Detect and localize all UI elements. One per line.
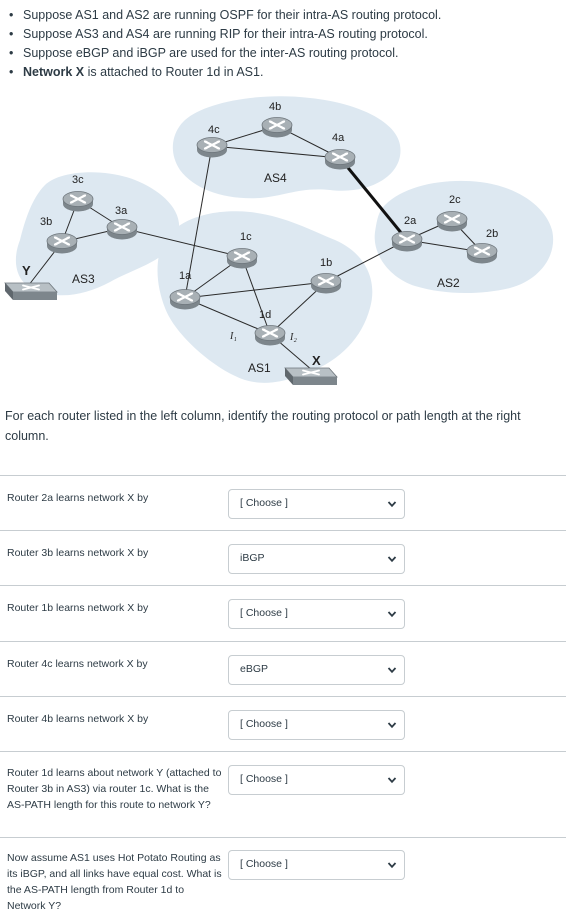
network-x-label: X [312, 353, 321, 368]
router-3a-label: 3a [115, 205, 128, 217]
answer-dropdown[interactable]: [ Choose ] [228, 489, 405, 519]
bullet-icon: • [9, 27, 14, 41]
router-3c-label: 3c [72, 174, 84, 186]
question-text: Router 2a learns network X by [7, 492, 149, 504]
as2-label: AS2 [437, 276, 460, 290]
question-row: Router 3b learns network X by iBGP [0, 530, 566, 585]
question-row: Router 1b learns network X by [ Choose ] [0, 585, 566, 641]
answer-dropdown[interactable]: [ Choose ] [228, 765, 405, 795]
network-y-label: Y [22, 263, 31, 278]
router-1c-label: 1c [240, 231, 252, 243]
chevron-down-icon [387, 862, 397, 869]
assumption-list: •Suppose AS1 and AS2 are running OSPF fo… [6, 6, 566, 82]
router-2b-label: 2b [486, 228, 498, 240]
interface-1-label: I₁ [229, 331, 237, 342]
chevron-down-icon [387, 722, 397, 729]
router-2b-icon [465, 242, 499, 265]
answer-dropdown[interactable]: iBGP [228, 544, 405, 574]
chevron-down-icon [387, 777, 397, 784]
chevron-down-icon [387, 501, 397, 508]
question-text: Now assume AS1 uses Hot Potato Routing a… [7, 852, 222, 912]
router-1a-icon [168, 288, 202, 311]
selected-value: [ Choose ] [240, 607, 288, 619]
assumption-item: •Suppose AS1 and AS2 are running OSPF fo… [6, 6, 566, 25]
selected-value: [ Choose ] [240, 858, 288, 870]
router-1c-icon [225, 247, 259, 270]
router-1d-label: 1d [259, 309, 271, 321]
bullet-icon: • [9, 8, 14, 22]
router-2a-icon [390, 230, 424, 253]
assumption-item: •Suppose eBGP and iBGP are used for the … [6, 44, 566, 63]
as1-label: AS1 [248, 361, 271, 375]
as3-label: AS3 [72, 272, 95, 286]
instruction-text: For each router listed in the left colum… [5, 409, 521, 443]
network-y-switch-icon [4, 282, 58, 301]
router-4c-label: 4c [208, 124, 220, 136]
router-4a-label: 4a [332, 132, 345, 144]
answer-dropdown[interactable]: eBGP [228, 655, 405, 685]
interface-2-label: I₂ [289, 332, 297, 343]
as2-region [374, 180, 554, 294]
as4-label: AS4 [264, 171, 287, 185]
question-text: Router 3b learns network X by [7, 547, 149, 559]
router-2a-label: 2a [404, 215, 417, 227]
router-4b-icon [260, 116, 294, 139]
router-1a-label: 1a [179, 270, 192, 282]
as1-region [157, 211, 373, 383]
network-x-switch-icon [284, 367, 338, 386]
question-row: Router 2a learns network X by [ Choose ] [0, 475, 566, 530]
router-1d-icon [253, 324, 287, 347]
question-text: Router 1b learns network X by [7, 602, 149, 614]
question-text: Router 1d learns about network Y (attach… [7, 767, 222, 811]
router-3b-icon [45, 232, 79, 255]
network-x-bold: Network X [23, 65, 85, 79]
answer-dropdown[interactable]: [ Choose ] [228, 599, 405, 629]
question-row: Router 4b learns network X by [ Choose ] [0, 696, 566, 751]
assumption-item: •Suppose AS3 and AS4 are running RIP for… [6, 25, 566, 44]
selected-value: [ Choose ] [240, 497, 288, 509]
router-1b-label: 1b [320, 257, 332, 269]
bullet-icon: • [9, 46, 14, 60]
router-3b-label: 3b [40, 216, 52, 228]
assumption-item: •Network X is attached to Router 1d in A… [6, 63, 566, 82]
network-topology-diagram: 4b 4c 4a 3c 3a 3b 1c 1a 1b 1d 2c 2a 2b A… [0, 90, 575, 400]
link-4a-2a [338, 157, 409, 241]
chevron-down-icon [387, 667, 397, 674]
selected-value: [ Choose ] [240, 718, 288, 730]
router-4a-icon [323, 148, 357, 171]
question-text: Router 4b learns network X by [7, 713, 149, 725]
selected-value: eBGP [240, 663, 269, 675]
chevron-down-icon [387, 556, 397, 563]
router-3c-icon [61, 190, 95, 213]
answer-dropdown[interactable]: [ Choose ] [228, 710, 405, 740]
question-row: Now assume AS1 uses Hot Potato Routing a… [0, 837, 566, 918]
router-4c-icon [195, 136, 229, 159]
router-1b-icon [309, 272, 343, 295]
as4-region [172, 96, 401, 199]
answer-dropdown[interactable]: [ Choose ] [228, 850, 405, 880]
router-3a-icon [105, 218, 139, 241]
router-2c-label: 2c [449, 194, 461, 206]
chevron-down-icon [387, 611, 397, 618]
question-text: Router 4c learns network X by [7, 658, 148, 670]
selected-value: [ Choose ] [240, 773, 288, 785]
router-2c-icon [435, 210, 469, 233]
question-row: Router 1d learns about network Y (attach… [0, 751, 566, 837]
bullet-icon: • [9, 65, 14, 79]
router-4b-label: 4b [269, 101, 281, 113]
selected-value: iBGP [240, 552, 265, 564]
question-row: Router 4c learns network X by eBGP [0, 641, 566, 696]
